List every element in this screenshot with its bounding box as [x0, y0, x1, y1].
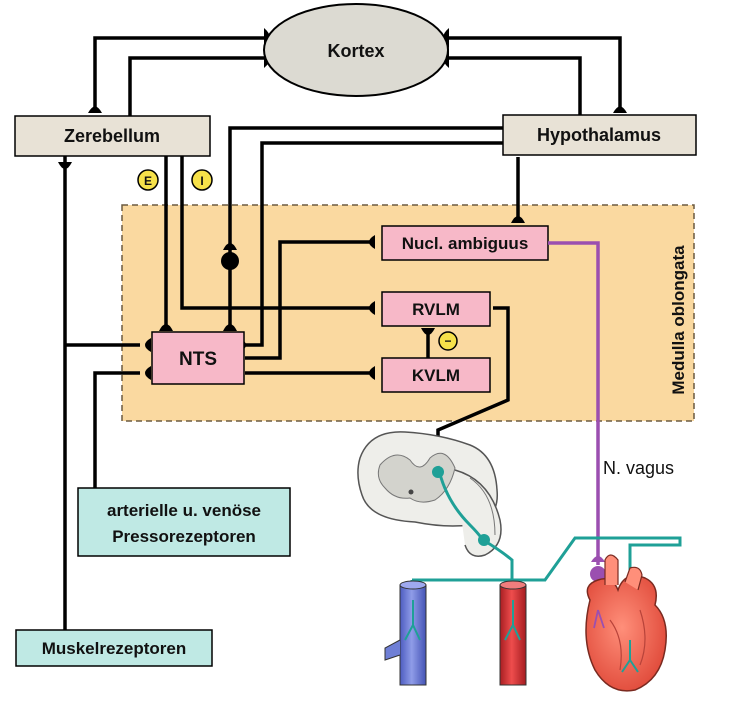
inhibitory-badge: I — [191, 169, 213, 191]
vagus-terminal — [591, 556, 605, 562]
nucl-ambiguus-label: Nucl. ambiguus — [402, 234, 529, 253]
nts-to-ambiguus — [245, 240, 372, 360]
muskelrezeptoren-node[interactable] — [15, 629, 213, 667]
spinal-neuron-2 — [478, 534, 490, 546]
relay-neuron-dot — [221, 252, 239, 270]
kortex-hypothalamus-inner — [444, 56, 582, 118]
kortex-zerebellum-outer — [93, 36, 268, 110]
presso-to-nts — [93, 371, 140, 488]
pressorezeptoren-node[interactable] — [77, 487, 291, 557]
artery-icon — [499, 580, 527, 686]
vein-icon — [384, 580, 427, 686]
svg-text:−: − — [444, 334, 451, 348]
vagus-label: N. vagus — [603, 458, 674, 478]
kvlm-label: KVLM — [412, 366, 460, 385]
hypothalamus-label: Hypothalamus — [537, 125, 661, 145]
rvlm-node[interactable] — [381, 291, 491, 327]
hypothalamus-to-dot — [228, 126, 505, 258]
svg-text:I: I — [200, 174, 203, 188]
hypothalamus-to-nts — [245, 141, 505, 347]
synapse-ambiguus-top — [511, 216, 525, 223]
synapse-rvlm-left — [369, 301, 375, 315]
muskelrezeptoren-label: Muskelrezeptoren — [42, 639, 187, 658]
pressorezeptoren-label-2: Pressorezeptoren — [112, 527, 256, 546]
synapse-nts-left-1 — [145, 338, 151, 352]
synapse-dot-top — [223, 243, 237, 250]
nucl-ambiguus-node[interactable] — [381, 225, 549, 261]
kortex-node[interactable] — [263, 3, 449, 97]
synapse-ambiguus-left — [369, 235, 375, 249]
rvlm-label: RVLM — [412, 300, 460, 319]
svg-text:E: E — [144, 174, 152, 188]
sympathetic-to-vessels — [412, 536, 682, 640]
kortex-label: Kortex — [327, 41, 384, 61]
nts-node[interactable] — [151, 331, 245, 385]
nts-label: NTS — [179, 349, 217, 370]
pressorezeptoren-label-1: arterielle u. venöse — [107, 501, 261, 520]
kortex-hypothalamus-outer — [444, 36, 622, 110]
zerebellum-to-rvlm — [180, 156, 372, 310]
vagus-ganglion — [590, 566, 606, 582]
synapse-rvlm-bottom — [421, 328, 435, 335]
synapse-nts-top-2 — [223, 324, 237, 331]
zerebellum-label: Zerebellum — [64, 126, 160, 146]
kortex-zerebellum-inner — [128, 56, 268, 118]
spinal-cord-section — [357, 431, 502, 557]
synapse-kvlm-left — [369, 366, 375, 380]
synapse-nts-left-2 — [145, 366, 151, 380]
spinal-neuron-1 — [432, 466, 444, 478]
heart-icon — [585, 554, 667, 692]
excitatory-badge: E — [137, 169, 159, 191]
sympathetic-preganglionic — [436, 465, 485, 541]
hypothalamus-node[interactable] — [502, 114, 697, 156]
inhibition-minus-badge: − — [438, 331, 458, 351]
medulla-label: Medulla oblongata — [669, 245, 688, 395]
synapse-zerebellum-a — [88, 106, 102, 113]
kvlm-node[interactable] — [381, 357, 491, 393]
synapse-hypothalamus-a — [613, 106, 627, 113]
synapse-nts-top-1 — [159, 324, 173, 331]
zerebellum-node[interactable] — [14, 115, 211, 157]
vagus-nerve-line — [548, 241, 600, 565]
synapse-zerebellum-down — [58, 162, 72, 169]
